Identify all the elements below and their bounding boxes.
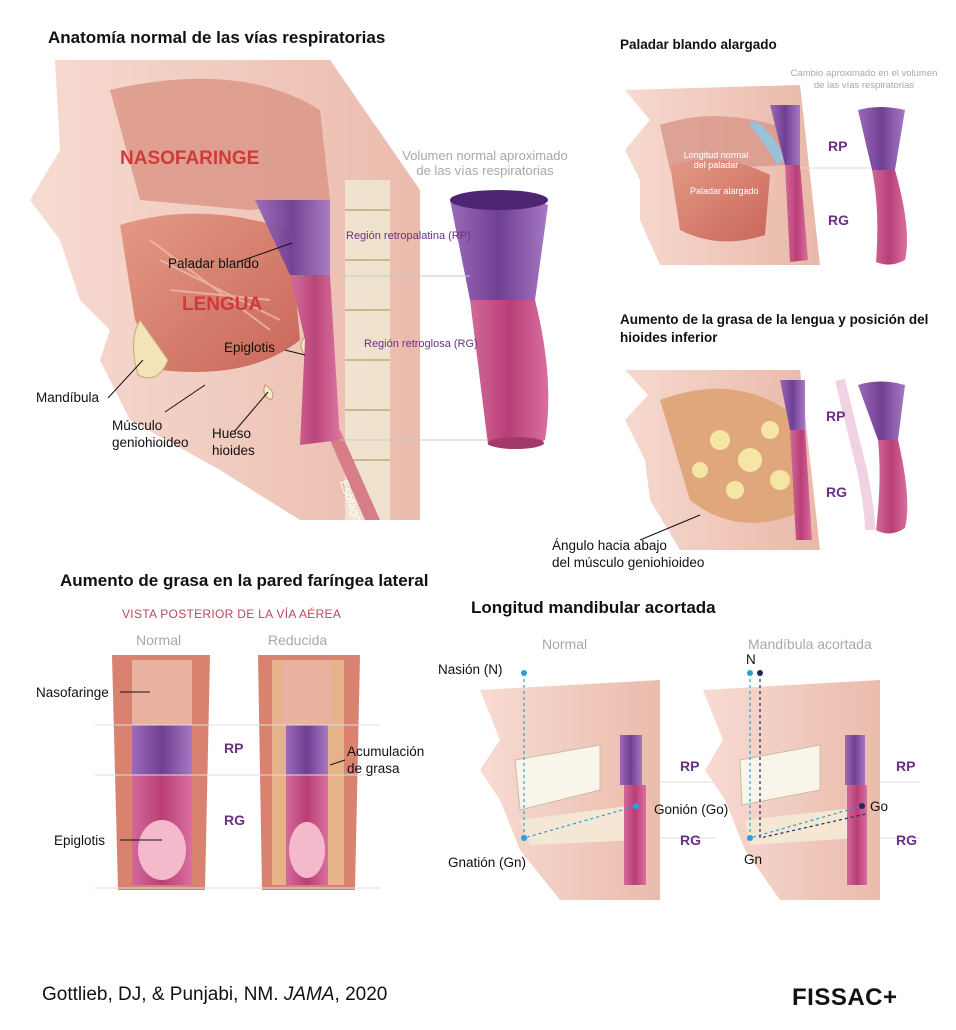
- go-label: Go: [870, 799, 889, 814]
- leader-lines: [107, 242, 701, 841]
- nasion-label: Nasión (N): [438, 662, 503, 677]
- citation-year: , 2020: [334, 984, 388, 1005]
- pared-epiglotis-label: Epiglotis: [54, 833, 106, 848]
- longitud-label: Longitud normal del paladar: [672, 150, 760, 170]
- gonion-label: Gonión (Go): [654, 802, 729, 817]
- mandibula-acortada-label: Mandíbula acortada: [748, 636, 872, 652]
- rg-region-label: Región retroglosa (RG): [364, 338, 478, 350]
- mand-rp-1: RP: [680, 758, 700, 774]
- musculo-line-2: geniohioideo: [112, 434, 189, 450]
- normal-label: Normal: [136, 632, 182, 648]
- cambio-label: Cambio aproximado en el volumen de las v…: [784, 68, 944, 92]
- alargado-label: Paladar alargado: [690, 186, 759, 196]
- grasa-lengua-title-2: hioides inferior: [620, 330, 718, 346]
- cambio-line-2: de las vías respiratorias: [813, 79, 915, 91]
- lengua-label: LENGUA: [182, 294, 263, 315]
- gnation-label: Gnatión (Gn): [448, 855, 527, 870]
- acumulacion-line-2: de grasa: [347, 760, 400, 776]
- mand-rp-2: RP: [896, 758, 916, 774]
- pared-rp: RP: [224, 740, 244, 756]
- citation: Gottlieb, DJ, & Punjabi, NM. JAMA, 2020: [42, 984, 387, 1006]
- paladar-label: Paladar blando: [168, 256, 259, 271]
- citation-authors: Gottlieb, DJ, & Punjabi, NM.: [42, 984, 279, 1005]
- mandibular-normal-label: Normal: [542, 636, 588, 652]
- nasofaringe-label: NASOFARINGE: [120, 148, 260, 169]
- acumulacion-line-1: Acumulación: [347, 744, 425, 759]
- grasa-lengua-title: Aumento de la grasa de la lengua y posic…: [620, 311, 928, 347]
- n-label: N: [746, 652, 756, 667]
- angulo-line-2: del músculo geniohioideo: [552, 554, 705, 570]
- angulo-label: Ángulo hacia abajo del músculo geniohioi…: [552, 538, 704, 572]
- pared-nasofaringe-label: Nasofaringe: [36, 685, 109, 700]
- vista-label: VISTA POSTERIOR DE LA VÍA AÉREA: [122, 607, 342, 621]
- angulo-line-1: Ángulo hacia abajo: [552, 538, 667, 553]
- main-head-illustration: [30, 60, 420, 520]
- citation-journal: JAMA: [283, 984, 335, 1005]
- hueso-line-2: hioides: [212, 442, 255, 458]
- cambio-line-1: Cambio aproximado en el volumen: [790, 68, 938, 79]
- mand-rg-2: RG: [896, 832, 917, 848]
- mandibular-illustration: [480, 670, 920, 900]
- pared-illustration: [95, 655, 380, 890]
- longitud-line-1: Longitud normal: [683, 150, 749, 160]
- volumen-line-1: Volumen normal aproximado: [402, 148, 568, 163]
- volumen-line-2: de las vías respiratorias: [416, 163, 554, 178]
- pared-rg: RG: [224, 812, 245, 828]
- mandibula-label: Mandíbula: [36, 390, 100, 405]
- musculo-label: Músculo geniohioideo: [112, 418, 189, 452]
- lengua-rg: RG: [826, 484, 847, 500]
- epiglotis-label: Epiglotis: [224, 340, 276, 355]
- volumen-label: Volumen normal aproximado de las vías re…: [380, 148, 590, 178]
- longitud-line-2: del paladar: [693, 160, 739, 170]
- paladar-rp: RP: [828, 138, 848, 154]
- rp-region-label: Región retropalatina (RP): [346, 230, 471, 242]
- hueso-label: Hueso hioides: [212, 426, 255, 460]
- reducida-label: Reducida: [268, 632, 328, 648]
- main-airway-volume: [340, 190, 549, 449]
- grasa-lengua-title-1: Aumento de la grasa de la lengua y posic…: [620, 312, 929, 327]
- mandibular-title: Longitud mandibular acortada: [471, 598, 716, 617]
- fissac-logo: FISSAC+: [792, 984, 898, 1011]
- paladar-rg: RG: [828, 212, 849, 228]
- gn-label: Gn: [744, 852, 763, 867]
- lengua-rp: RP: [826, 408, 846, 424]
- paladar-panel-illustration: [625, 85, 908, 265]
- hueso-line-1: Hueso: [212, 426, 252, 441]
- paladar-panel-title: Paladar blando alargado: [620, 37, 777, 52]
- musculo-line-1: Músculo: [112, 418, 163, 433]
- acumulacion-label: Acumulación de grasa: [347, 744, 424, 778]
- grasa-lengua-illustration: [625, 370, 908, 550]
- mand-rg-1: RG: [680, 832, 701, 848]
- pared-title: Aumento de grasa en la pared faríngea la…: [60, 571, 429, 590]
- main-title: Anatomía normal de las vías respiratoria…: [48, 28, 386, 47]
